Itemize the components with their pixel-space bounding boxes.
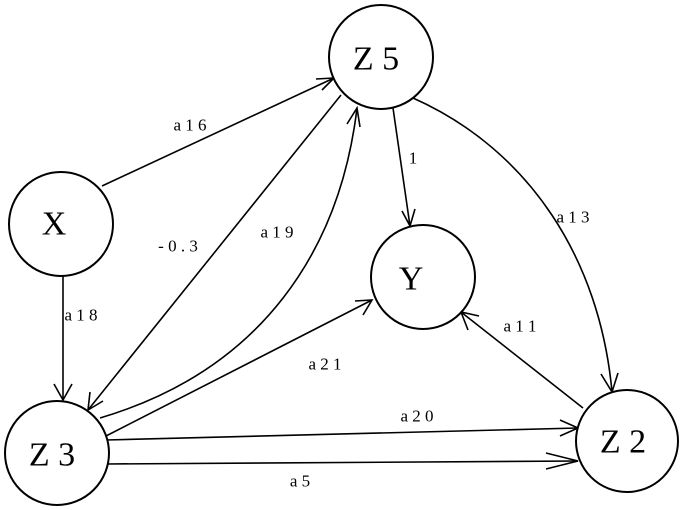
node-label-z2: Z 2 — [600, 424, 646, 461]
edge-z3-z2-bottom: a 5 — [105, 452, 579, 491]
edge-label-z3-z5: a 1 9 — [260, 223, 293, 242]
edge-label-z3-y: a 2 1 — [308, 355, 341, 374]
edge-label-z5-y: 1 — [409, 149, 418, 168]
edge-label-x-z5: a 1 6 — [173, 116, 206, 135]
edge-x-z3: a 1 8 — [53, 275, 98, 402]
node-y: Y — [370, 224, 476, 330]
node-label-y: Y — [399, 261, 424, 298]
node-label-z3: Z 3 — [29, 437, 75, 474]
edge-label-z5-z2: a 1 3 — [556, 208, 589, 227]
edge-z3-y: a 2 1 — [105, 299, 374, 437]
edge-z5-y: 1 — [392, 107, 418, 229]
node-z3: Z 3 — [4, 400, 110, 506]
edge-z2-y: a 1 1 — [459, 310, 584, 409]
node-label-x: X — [42, 206, 67, 243]
node-label-z5: Z 5 — [353, 41, 399, 78]
edge-label-z3-z2-bottom: a 5 — [290, 472, 310, 491]
edge-label-z2-y: a 1 1 — [503, 317, 536, 336]
edge-z3-z2-top: a 2 0 — [105, 407, 580, 441]
edge-x-z5: a 1 6 — [101, 77, 337, 187]
edge-label-z3-z2-top: a 2 0 — [400, 407, 433, 426]
node-z2: Z 2 — [575, 389, 679, 493]
edge-z5-z3: - 0 . 3 — [87, 94, 342, 412]
edge-z3-z5: a 1 9 — [99, 105, 361, 419]
node-x: X — [8, 171, 114, 277]
node-z5: Z 5 — [328, 4, 434, 110]
edge-label-x-z3: a 1 8 — [64, 306, 97, 325]
edge-label-z5-z3: - 0 . 3 — [158, 237, 198, 256]
